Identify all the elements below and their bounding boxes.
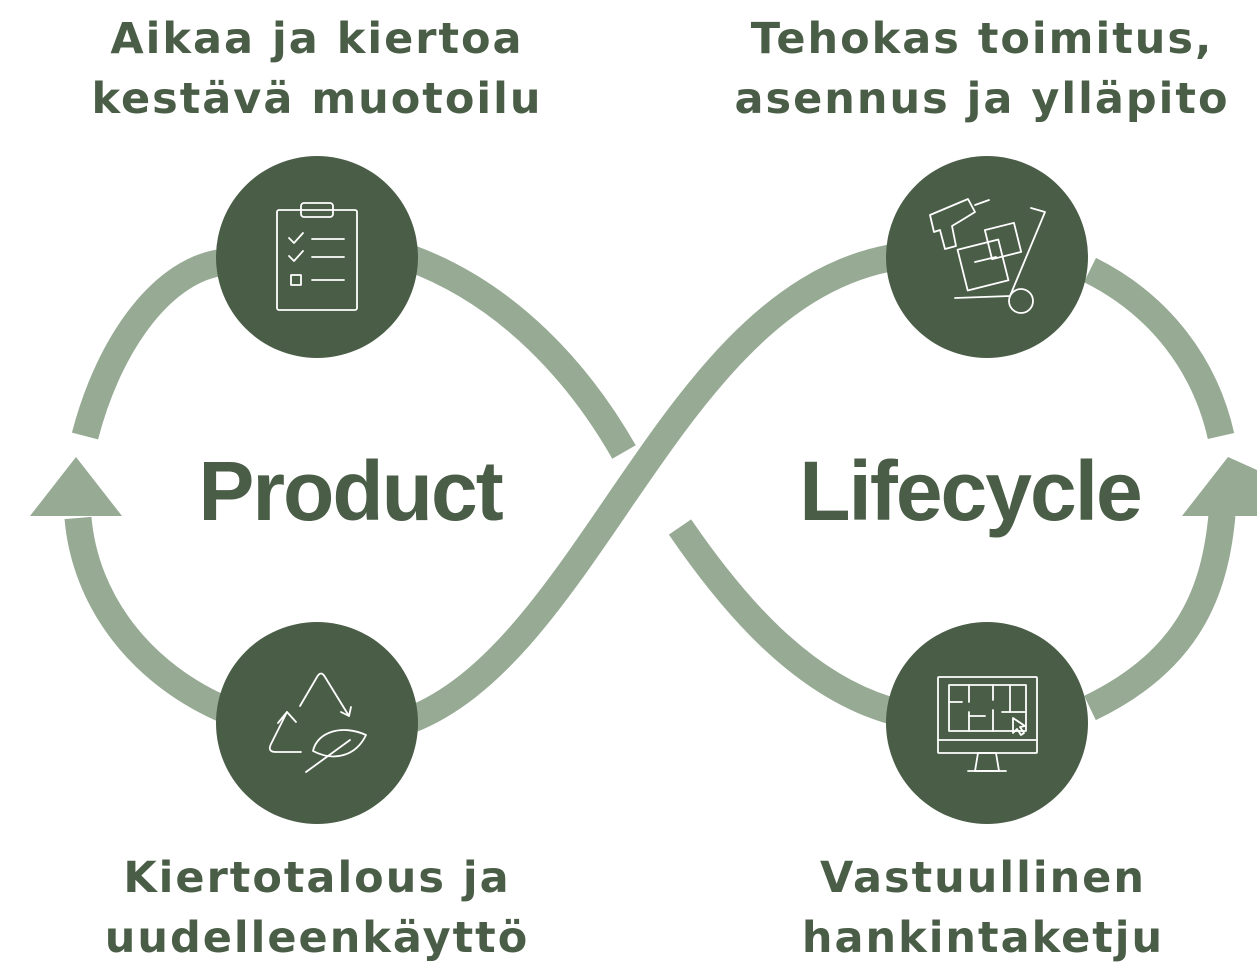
arrow-right-up xyxy=(1182,457,1257,516)
loop-segment-right-to-cross xyxy=(668,519,896,724)
caption-design: Aikaa ja kiertoa kestävä muotoilu xyxy=(67,9,567,129)
clipboard-checklist-icon xyxy=(276,202,358,311)
caption-delivery-line-2: asennus ja ylläpito xyxy=(734,74,1230,124)
delivery-node xyxy=(886,156,1088,358)
supply-chain-node xyxy=(886,622,1088,824)
monitor-floorplan-icon xyxy=(937,676,1038,772)
loop-segment-bottom-right xyxy=(1084,513,1236,721)
center-word-lifecycle: Lifecycle xyxy=(799,444,1143,538)
recycle-leaf-icon xyxy=(268,672,367,773)
caption-design-line-2: kestävä muotoilu xyxy=(91,74,543,124)
loop-segment-bottom-left xyxy=(64,516,236,725)
center-word-product: Product xyxy=(198,444,503,538)
drill-handtruck-boxes-icon xyxy=(929,198,1046,314)
loop-segment-top-left xyxy=(71,248,228,440)
circular-node xyxy=(216,622,418,824)
caption-delivery-line-1: Tehokas toimitus, xyxy=(750,14,1214,64)
arrow-left-up xyxy=(30,457,122,516)
caption-supply-chain: Vastuullinen hankintaketju xyxy=(733,848,1233,968)
caption-circular: Kiertotalous ja uudelleenkäyttö xyxy=(57,848,577,968)
loop-segment-left-to-cross xyxy=(405,245,636,459)
caption-supply-chain-line-2: hankintaketju xyxy=(801,913,1165,963)
caption-delivery: Tehokas toimitus, asennus ja ylläpito xyxy=(712,9,1252,129)
caption-circular-line-2: uudelleenkäyttö xyxy=(104,913,530,963)
caption-supply-chain-line-1: Vastuullinen xyxy=(820,853,1146,903)
caption-design-line-1: Aikaa ja kiertoa xyxy=(110,14,524,64)
loop-segment-top-right xyxy=(1083,257,1235,440)
caption-circular-line-1: Kiertotalous ja xyxy=(123,853,511,903)
loop-segment-cross-diagonal xyxy=(404,244,893,733)
